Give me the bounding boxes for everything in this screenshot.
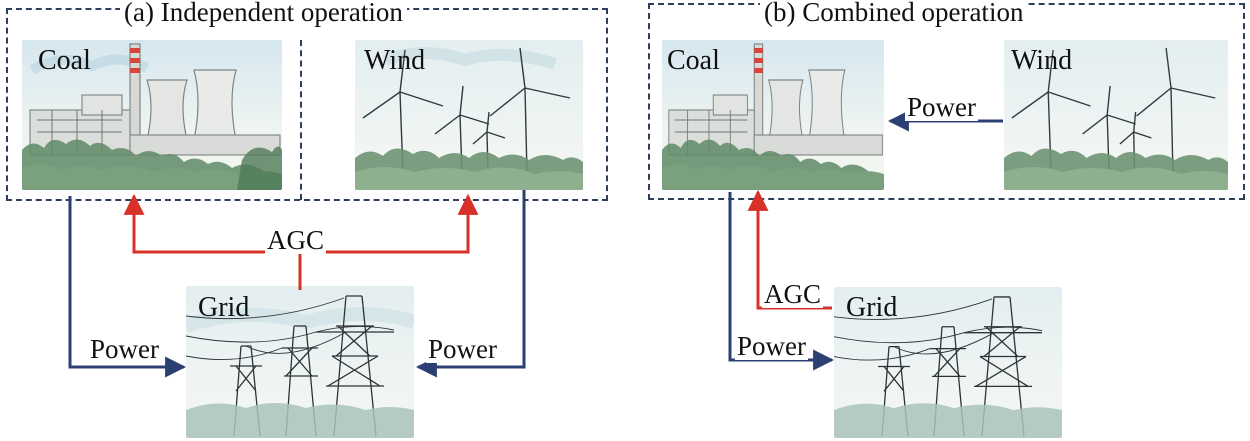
wind-label-b: Wind — [1011, 45, 1073, 76]
power-label-grid-b: Power — [735, 331, 808, 361]
power-label-right-a: Power — [426, 334, 499, 364]
coal-plant-illustration-b — [662, 40, 884, 190]
panel-a-title: (a) Independent operation — [120, 0, 407, 26]
grid-label-a: Grid — [198, 292, 250, 323]
coal-plant-illustration-a — [22, 40, 282, 190]
agc-label-a: AGC — [265, 225, 327, 255]
agc-label-b: AGC — [762, 279, 824, 309]
grid-illustration-b — [834, 287, 1062, 438]
wind-label-a: Wind — [364, 45, 426, 76]
power-label-left-a: Power — [88, 334, 161, 364]
wind-farm-illustration-a — [355, 40, 583, 190]
coal-label-a: Coal — [38, 45, 91, 76]
panel-a-divider — [300, 40, 302, 200]
power-label-wind-b: Power — [905, 92, 978, 122]
wind-farm-illustration-b — [1004, 40, 1228, 190]
grid-label-b: Grid — [846, 292, 898, 323]
panel-b-title: (b) Combined operation — [760, 0, 1028, 26]
grid-illustration-a — [186, 286, 414, 438]
coal-label-b: Coal — [667, 45, 720, 76]
